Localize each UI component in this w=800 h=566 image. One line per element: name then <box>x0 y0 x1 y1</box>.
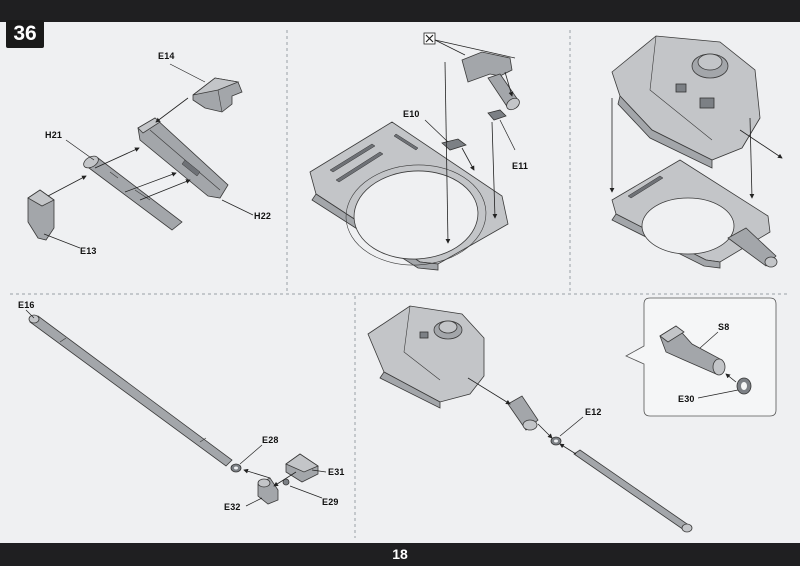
part-e30 <box>736 377 752 395</box>
label-e29: E29 <box>322 497 339 507</box>
barrel-assembly-diagram <box>25 309 327 507</box>
part-h21 <box>83 155 183 231</box>
label-e11: E11 <box>512 161 529 171</box>
barrel-final <box>573 449 693 533</box>
glue-x-icon <box>423 32 516 59</box>
label-e12: E12 <box>585 407 602 417</box>
panel-dividers <box>10 30 790 538</box>
label-h21: H21 <box>45 130 63 140</box>
label-e28: E28 <box>262 435 279 445</box>
step-number: 36 <box>13 22 37 45</box>
part-e16 <box>28 314 233 467</box>
turret-attach-diagram <box>609 35 783 269</box>
label-e10: E10 <box>403 109 420 119</box>
gun-mantlet <box>507 395 539 431</box>
step-number-box <box>6 20 44 48</box>
label-e31: E31 <box>328 467 345 477</box>
part-e13 <box>27 189 55 241</box>
part-e11 <box>487 109 507 121</box>
label-e16: E16 <box>18 300 35 310</box>
part-e32 <box>257 477 279 505</box>
bottom-border-bar <box>0 543 800 566</box>
label-e32: E32 <box>224 502 241 512</box>
label-e13: E13 <box>80 246 97 256</box>
turret-complete <box>367 305 485 409</box>
part-h22 <box>137 117 229 199</box>
part-s8 <box>659 325 726 376</box>
final-assembly-diagram <box>367 305 693 533</box>
page-number: 18 <box>392 546 408 562</box>
label-s8: S8 <box>718 322 730 332</box>
turret-lower-plate <box>611 159 778 269</box>
inset-detail-diagram <box>625 297 777 417</box>
label-e30: E30 <box>678 394 695 404</box>
top-border-bar <box>0 0 800 22</box>
gun-mount-assembly-diagram <box>27 63 254 249</box>
turret-ring-diagram <box>309 32 520 271</box>
label-e14: E14 <box>158 51 175 61</box>
part-e14 <box>192 77 243 113</box>
part-e12 <box>550 436 562 446</box>
turret-floor-plate <box>309 121 509 271</box>
turret-mantlet-part <box>461 51 520 111</box>
label-h22: H22 <box>254 211 272 221</box>
part-e28 <box>230 463 242 473</box>
part-e31 <box>285 453 319 483</box>
part-e29 <box>282 478 290 486</box>
turret-upper <box>611 35 761 169</box>
